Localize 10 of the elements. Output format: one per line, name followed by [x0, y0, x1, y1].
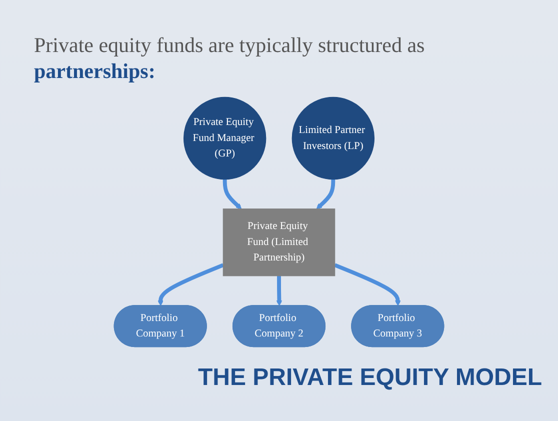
node-circle: Private Equity Fund Manager (GP) [183, 96, 266, 180]
arrow [316, 179, 336, 210]
arrow [222, 179, 242, 210]
slide-title: Private equity funds are typically structured as partnerships: [34, 32, 426, 84]
node-box: Private Equity Fund (Limited Partnership) [222, 208, 336, 276]
arrow [158, 263, 224, 306]
arrow [276, 276, 282, 306]
arrow [334, 263, 401, 306]
node-circle: Limited Partner Investors (LP) [292, 96, 375, 180]
slide-caption: THE PRIVATE EQUITY MODEL [198, 364, 542, 392]
